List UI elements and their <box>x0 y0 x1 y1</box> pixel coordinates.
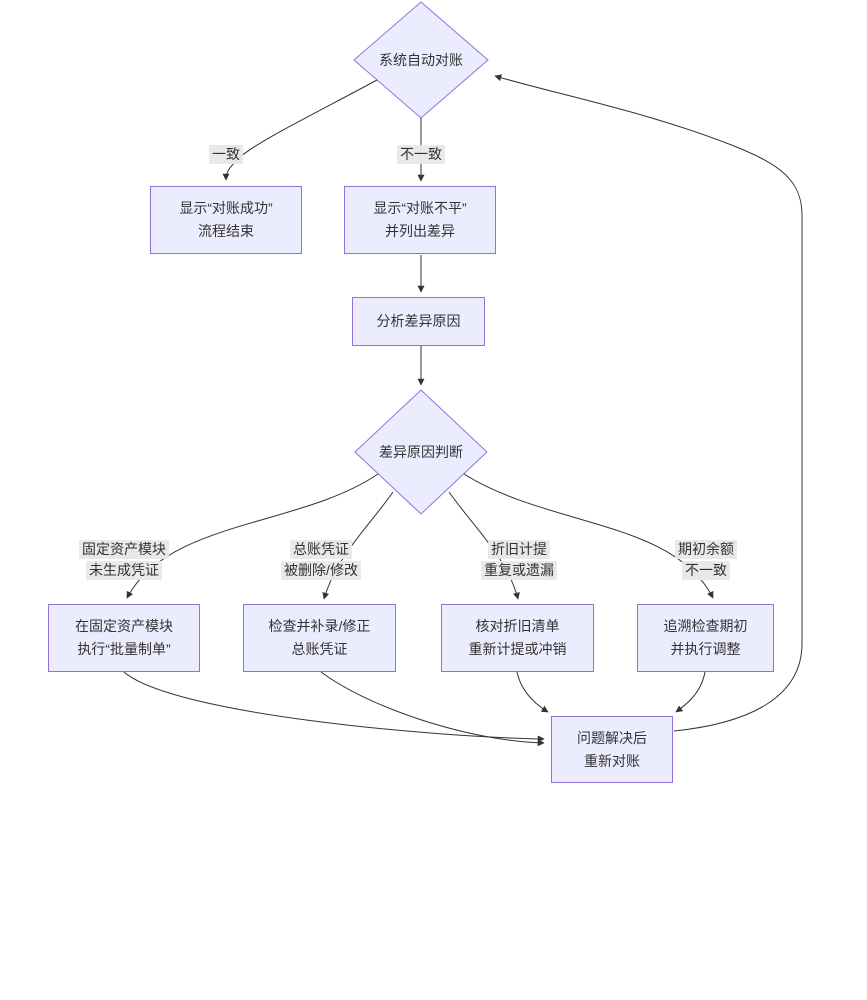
node-analyze-cause-label: 分析差异原因 <box>376 313 461 329</box>
edge-label-match: 一致 <box>209 145 243 164</box>
edge-re-reconcile-loop-to-auto-reconcile <box>494 74 803 732</box>
decision-auto-reconcile-shape <box>353 1 489 119</box>
edge-match-to-success <box>222 79 378 181</box>
node-fix-depreciation: 核对折旧清单 重新计提或冲销 <box>441 604 594 672</box>
edge-label-cause-opening-balance-line1: 期初余额 <box>675 540 737 559</box>
edge-label-cause-gl-voucher-line1: 总账凭证 <box>289 540 352 559</box>
edge-fix-fixed-assets-to-re-reconcile <box>123 671 545 743</box>
node-fix-opening-balance-line2: 并执行调整 <box>670 641 741 657</box>
node-fix-opening-balance: 追溯检查期初 并执行调整 <box>637 604 774 672</box>
edge-label-match-text: 一致 <box>209 145 243 164</box>
edge-label-cause-depreciation-line1: 折旧计提 <box>488 540 550 559</box>
node-show-success-line1: 显示“对账成功” <box>179 200 273 216</box>
edge-label-mismatch-text: 不一致 <box>397 145 445 164</box>
edge-label-cause-opening-balance: 期初余额 不一致 <box>675 540 737 580</box>
edge-judge-to-fix-gl-voucher <box>322 491 394 600</box>
decision-cause-judge-shape <box>354 389 488 515</box>
node-fix-depreciation-line1: 核对折旧清单 <box>475 618 560 634</box>
node-fix-depreciation-line2: 重新计提或冲销 <box>468 641 567 657</box>
edge-label-cause-fixed-assets: 固定资产模块 未生成凭证 <box>79 540 169 580</box>
edge-label-cause-opening-balance-line2: 不一致 <box>682 561 730 580</box>
node-show-success-line2: 流程结束 <box>198 223 254 239</box>
node-fix-gl-voucher: 检查并补录/修正 总账凭证 <box>243 604 396 672</box>
node-re-reconcile-line2: 重新对账 <box>584 752 640 769</box>
node-fix-opening-balance-line1: 追溯检查期初 <box>663 618 748 634</box>
node-show-success: 显示“对账成功” 流程结束 <box>150 186 302 254</box>
node-show-unbalanced-line1: 显示“对账不平” <box>373 200 467 216</box>
node-re-reconcile-line1: 问题解决后 <box>577 729 647 746</box>
node-fix-fixed-assets: 在固定资产模块 执行“批量制单” <box>48 604 200 672</box>
edge-label-cause-depreciation-line2: 重复或遗漏 <box>481 561 557 580</box>
node-fix-gl-voucher-line1: 检查并补录/修正 <box>268 618 371 634</box>
edge-label-cause-depreciation: 折旧计提 重复或遗漏 <box>481 540 557 580</box>
node-fix-gl-voucher-line2: 总账凭证 <box>291 641 348 657</box>
node-show-unbalanced: 显示“对账不平” 并列出差异 <box>344 186 496 254</box>
edge-label-cause-fixed-assets-line2: 未生成凭证 <box>86 561 162 580</box>
edge-fix-depreciation-to-re-reconcile <box>516 671 549 713</box>
edge-label-cause-gl-voucher: 总账凭证 被删除/修改 <box>281 540 361 580</box>
node-show-unbalanced-line2: 并列出差异 <box>385 223 455 239</box>
edge-fix-gl-voucher-to-re-reconcile <box>320 671 545 747</box>
node-re-reconcile: 问题解决后 重新对账 <box>551 716 673 783</box>
edge-label-mismatch: 不一致 <box>397 145 445 164</box>
edge-fix-opening-balance-to-re-reconcile <box>675 671 706 713</box>
node-fix-fixed-assets-line1: 在固定资产模块 <box>75 618 173 634</box>
node-fix-fixed-assets-line2: 执行“批量制单” <box>77 641 171 657</box>
edge-label-cause-fixed-assets-line1: 固定资产模块 <box>79 540 169 559</box>
node-analyze-cause: 分析差异原因 <box>352 297 485 346</box>
edge-label-cause-gl-voucher-line2: 被删除/修改 <box>281 561 361 580</box>
